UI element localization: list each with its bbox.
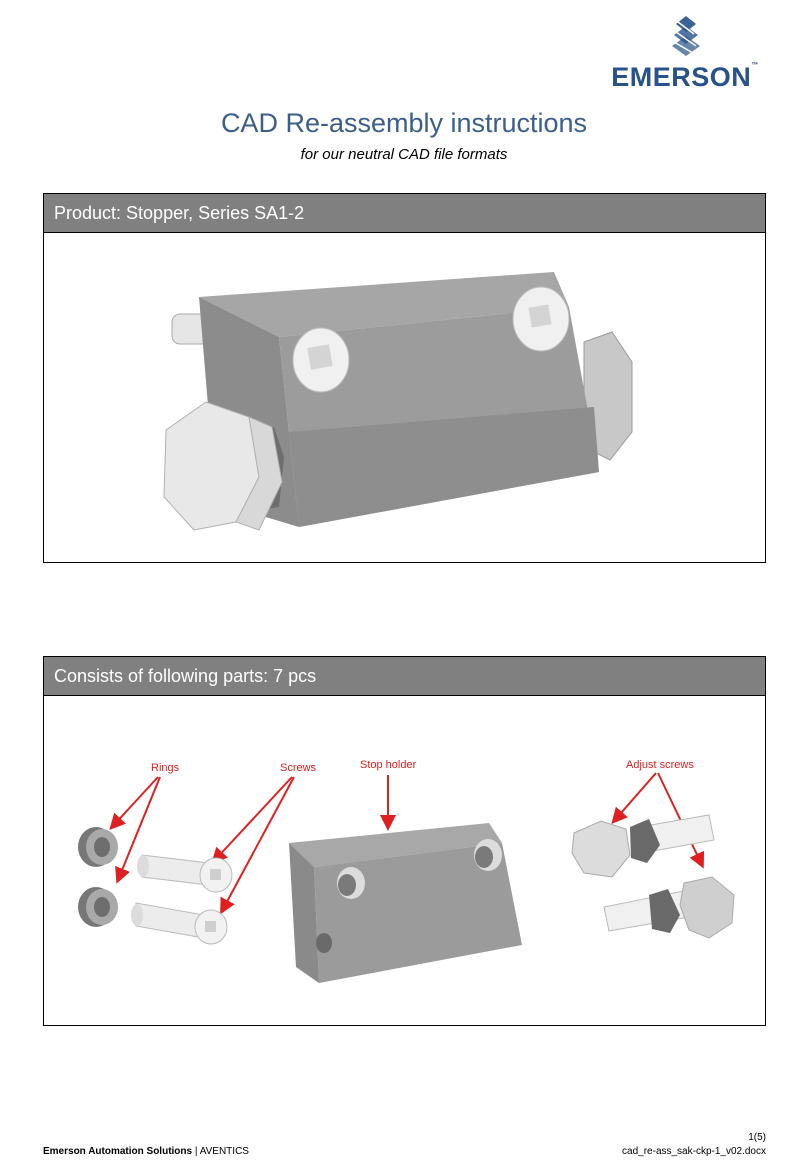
- page-number: 1(5): [748, 1132, 766, 1143]
- arrow-screws-1: [211, 776, 293, 864]
- label-screws: Screws: [280, 762, 317, 774]
- arrow-screws-2: [220, 776, 295, 915]
- product-section-header: Product: Stopper, Series SA1-2: [44, 194, 765, 233]
- ring-1: [78, 827, 118, 867]
- arrow-adjust-2: [657, 772, 705, 869]
- adjust-screw-1: [571, 814, 715, 878]
- footer-company: Emerson Automation Solutions | AVENTICS: [43, 1146, 249, 1157]
- page-title: CAD Re-assembly instructions: [220, 108, 588, 138]
- emerson-logo: EMERSON™: [600, 14, 770, 94]
- arrow-rings-2: [115, 776, 161, 884]
- screw-2: [131, 902, 228, 945]
- adjust-screw-2: [603, 876, 735, 939]
- label-stop-holder: Stop holder: [360, 759, 417, 771]
- parts-exploded-image: Rings Screws Stop holder Adjust screws: [78, 759, 735, 983]
- emerson-wordmark: EMERSON™: [611, 62, 759, 92]
- product-section: Product: Stopper, Series SA1-2: [43, 193, 766, 563]
- ring-2: [78, 887, 118, 927]
- arrow-adjust-1: [611, 772, 657, 825]
- parts-section: Consists of following parts: 7 pcs Rings…: [43, 656, 766, 1026]
- label-rings: Rings: [151, 762, 180, 774]
- footer-meta: 1(5) cad_re-ass_sak-ckp-1_v02.docx: [622, 1131, 766, 1159]
- stopper-assembly-image: [163, 272, 633, 531]
- arrow-rings-1: [109, 776, 159, 830]
- label-adjust-screws: Adjust screws: [626, 759, 694, 771]
- page-subtitle: for our neutral CAD file formats: [300, 146, 508, 163]
- screw-1: [137, 854, 233, 893]
- file-name: cad_re-ass_sak-ckp-1_v02.docx: [622, 1146, 766, 1157]
- parts-section-header: Consists of following parts: 7 pcs: [44, 657, 765, 696]
- emerson-logo-mark: [672, 16, 700, 57]
- stop-holder: [289, 823, 522, 983]
